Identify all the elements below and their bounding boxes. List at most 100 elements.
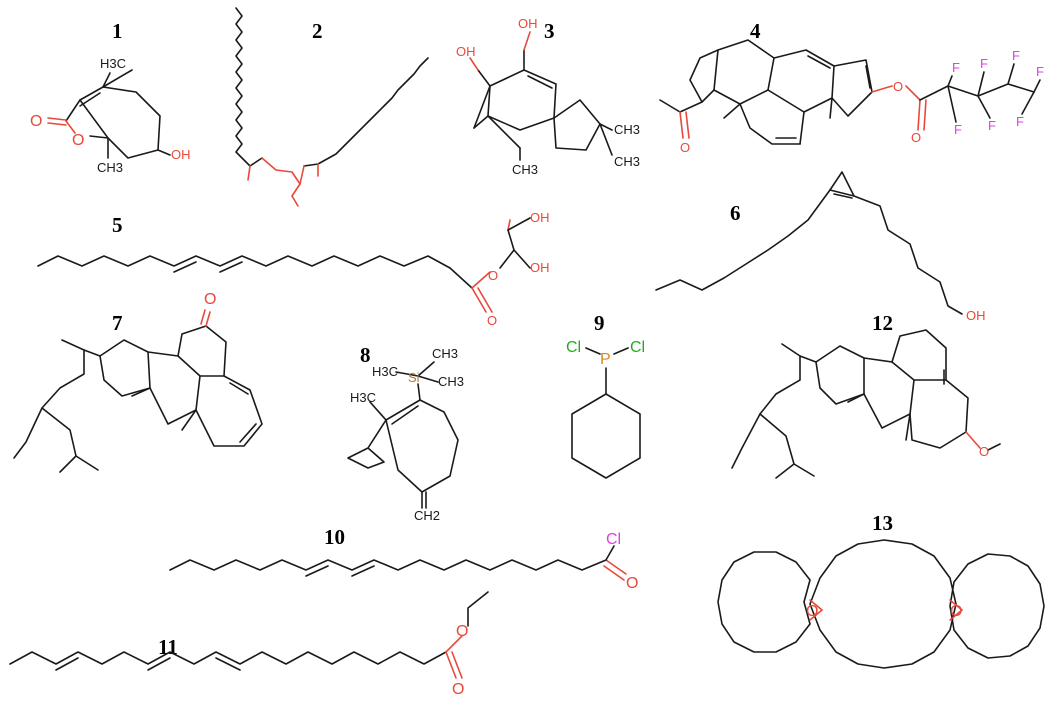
- atom-label: F: [1016, 114, 1024, 129]
- bond: [473, 85, 491, 129]
- bond: [147, 657, 171, 671]
- atom-label: CH3: [432, 346, 458, 361]
- atom-label: O: [72, 132, 84, 149]
- atom-label: OH: [171, 147, 191, 162]
- bond: [169, 559, 607, 571]
- bond: [417, 383, 421, 401]
- atom-label: O: [950, 603, 962, 620]
- bond: [507, 219, 511, 231]
- bond: [471, 271, 491, 289]
- bond: [1033, 79, 1041, 93]
- bond: [917, 99, 921, 131]
- atom-label: OH: [456, 44, 476, 59]
- structure-number: 11: [158, 635, 178, 659]
- structure-number: 3: [544, 19, 555, 43]
- bond: [89, 135, 109, 139]
- bond: [102, 69, 133, 88]
- atom-label: F: [988, 118, 996, 133]
- bond: [507, 217, 531, 231]
- bond: [347, 419, 387, 469]
- bond: [451, 651, 463, 679]
- structure-number: 7: [112, 311, 123, 335]
- bond: [79, 92, 101, 107]
- bond: [807, 55, 831, 69]
- bond: [449, 267, 473, 289]
- bond: [239, 423, 257, 443]
- bond: [102, 72, 111, 88]
- bond: [723, 103, 741, 119]
- bond: [605, 545, 615, 561]
- bond: [767, 49, 835, 113]
- bond: [391, 405, 419, 425]
- bond: [147, 351, 201, 425]
- atom-label: H3C: [350, 390, 376, 405]
- bond: [299, 165, 305, 185]
- structure-6: 6 OH: [655, 171, 986, 323]
- bond: [905, 85, 921, 101]
- atom-label: O: [911, 130, 921, 145]
- structure-number: 10: [324, 525, 345, 549]
- atom-label: F: [952, 60, 960, 75]
- bond: [261, 157, 301, 197]
- atom-label: F: [1036, 64, 1044, 79]
- bond: [65, 120, 76, 134]
- bond: [200, 309, 206, 325]
- atom-label: F: [980, 56, 988, 71]
- bond: [829, 97, 833, 119]
- bond: [815, 345, 865, 405]
- bond: [977, 71, 985, 97]
- bond: [131, 387, 151, 397]
- bond: [305, 565, 329, 577]
- bond: [487, 115, 521, 149]
- bond: [487, 69, 557, 131]
- structure-number: 2: [312, 19, 323, 43]
- bond: [527, 75, 553, 89]
- bond: [477, 287, 493, 313]
- structure-4: 4 O O O F F F F F F F: [659, 19, 1044, 155]
- bond: [235, 7, 263, 167]
- structure-3: 3 OH OH CH3 CH3 CH3: [456, 16, 640, 177]
- bond: [759, 413, 815, 477]
- structure-9: 9 Cl P Cl: [566, 311, 645, 479]
- atom-label: P: [600, 351, 611, 368]
- ring: [717, 551, 811, 653]
- structure-number: 6: [730, 201, 741, 225]
- atom-label: O: [893, 79, 903, 94]
- bond: [679, 101, 703, 113]
- atom-label: O: [204, 291, 216, 308]
- bond: [351, 565, 375, 577]
- bond: [949, 599, 963, 611]
- structure-2: 2: [235, 7, 429, 207]
- atom-label: O: [456, 623, 468, 640]
- bond: [1021, 91, 1035, 115]
- atom-label: F: [954, 122, 962, 137]
- bond: [55, 657, 79, 671]
- atom-label: Si: [408, 370, 420, 385]
- bond: [553, 99, 601, 151]
- structure-5: 5 OH OH O O: [37, 210, 550, 328]
- bond: [9, 651, 447, 665]
- bond: [909, 379, 969, 449]
- bond: [809, 599, 823, 611]
- atom-label: OH: [518, 16, 538, 31]
- bond: [445, 635, 463, 653]
- bond: [599, 123, 613, 156]
- bond: [891, 329, 947, 381]
- bond: [513, 249, 531, 269]
- atom-label: O: [488, 268, 498, 283]
- structure-number: 5: [112, 213, 123, 237]
- bond: [949, 609, 963, 621]
- structure-8: 8 Si H3C CH3 CH3 H3C CH2: [347, 343, 464, 523]
- bond: [215, 657, 241, 671]
- atom-label: CH3: [438, 374, 464, 389]
- bond: [865, 65, 871, 89]
- bond: [445, 651, 457, 679]
- ring: [949, 553, 1045, 659]
- atom-label: CH2: [414, 508, 440, 523]
- structure-number: 9: [594, 311, 605, 335]
- bond: [905, 413, 911, 441]
- bond: [731, 355, 817, 469]
- bond: [987, 443, 1001, 451]
- structure-13: 13 O O: [717, 511, 1045, 669]
- bond: [59, 455, 77, 473]
